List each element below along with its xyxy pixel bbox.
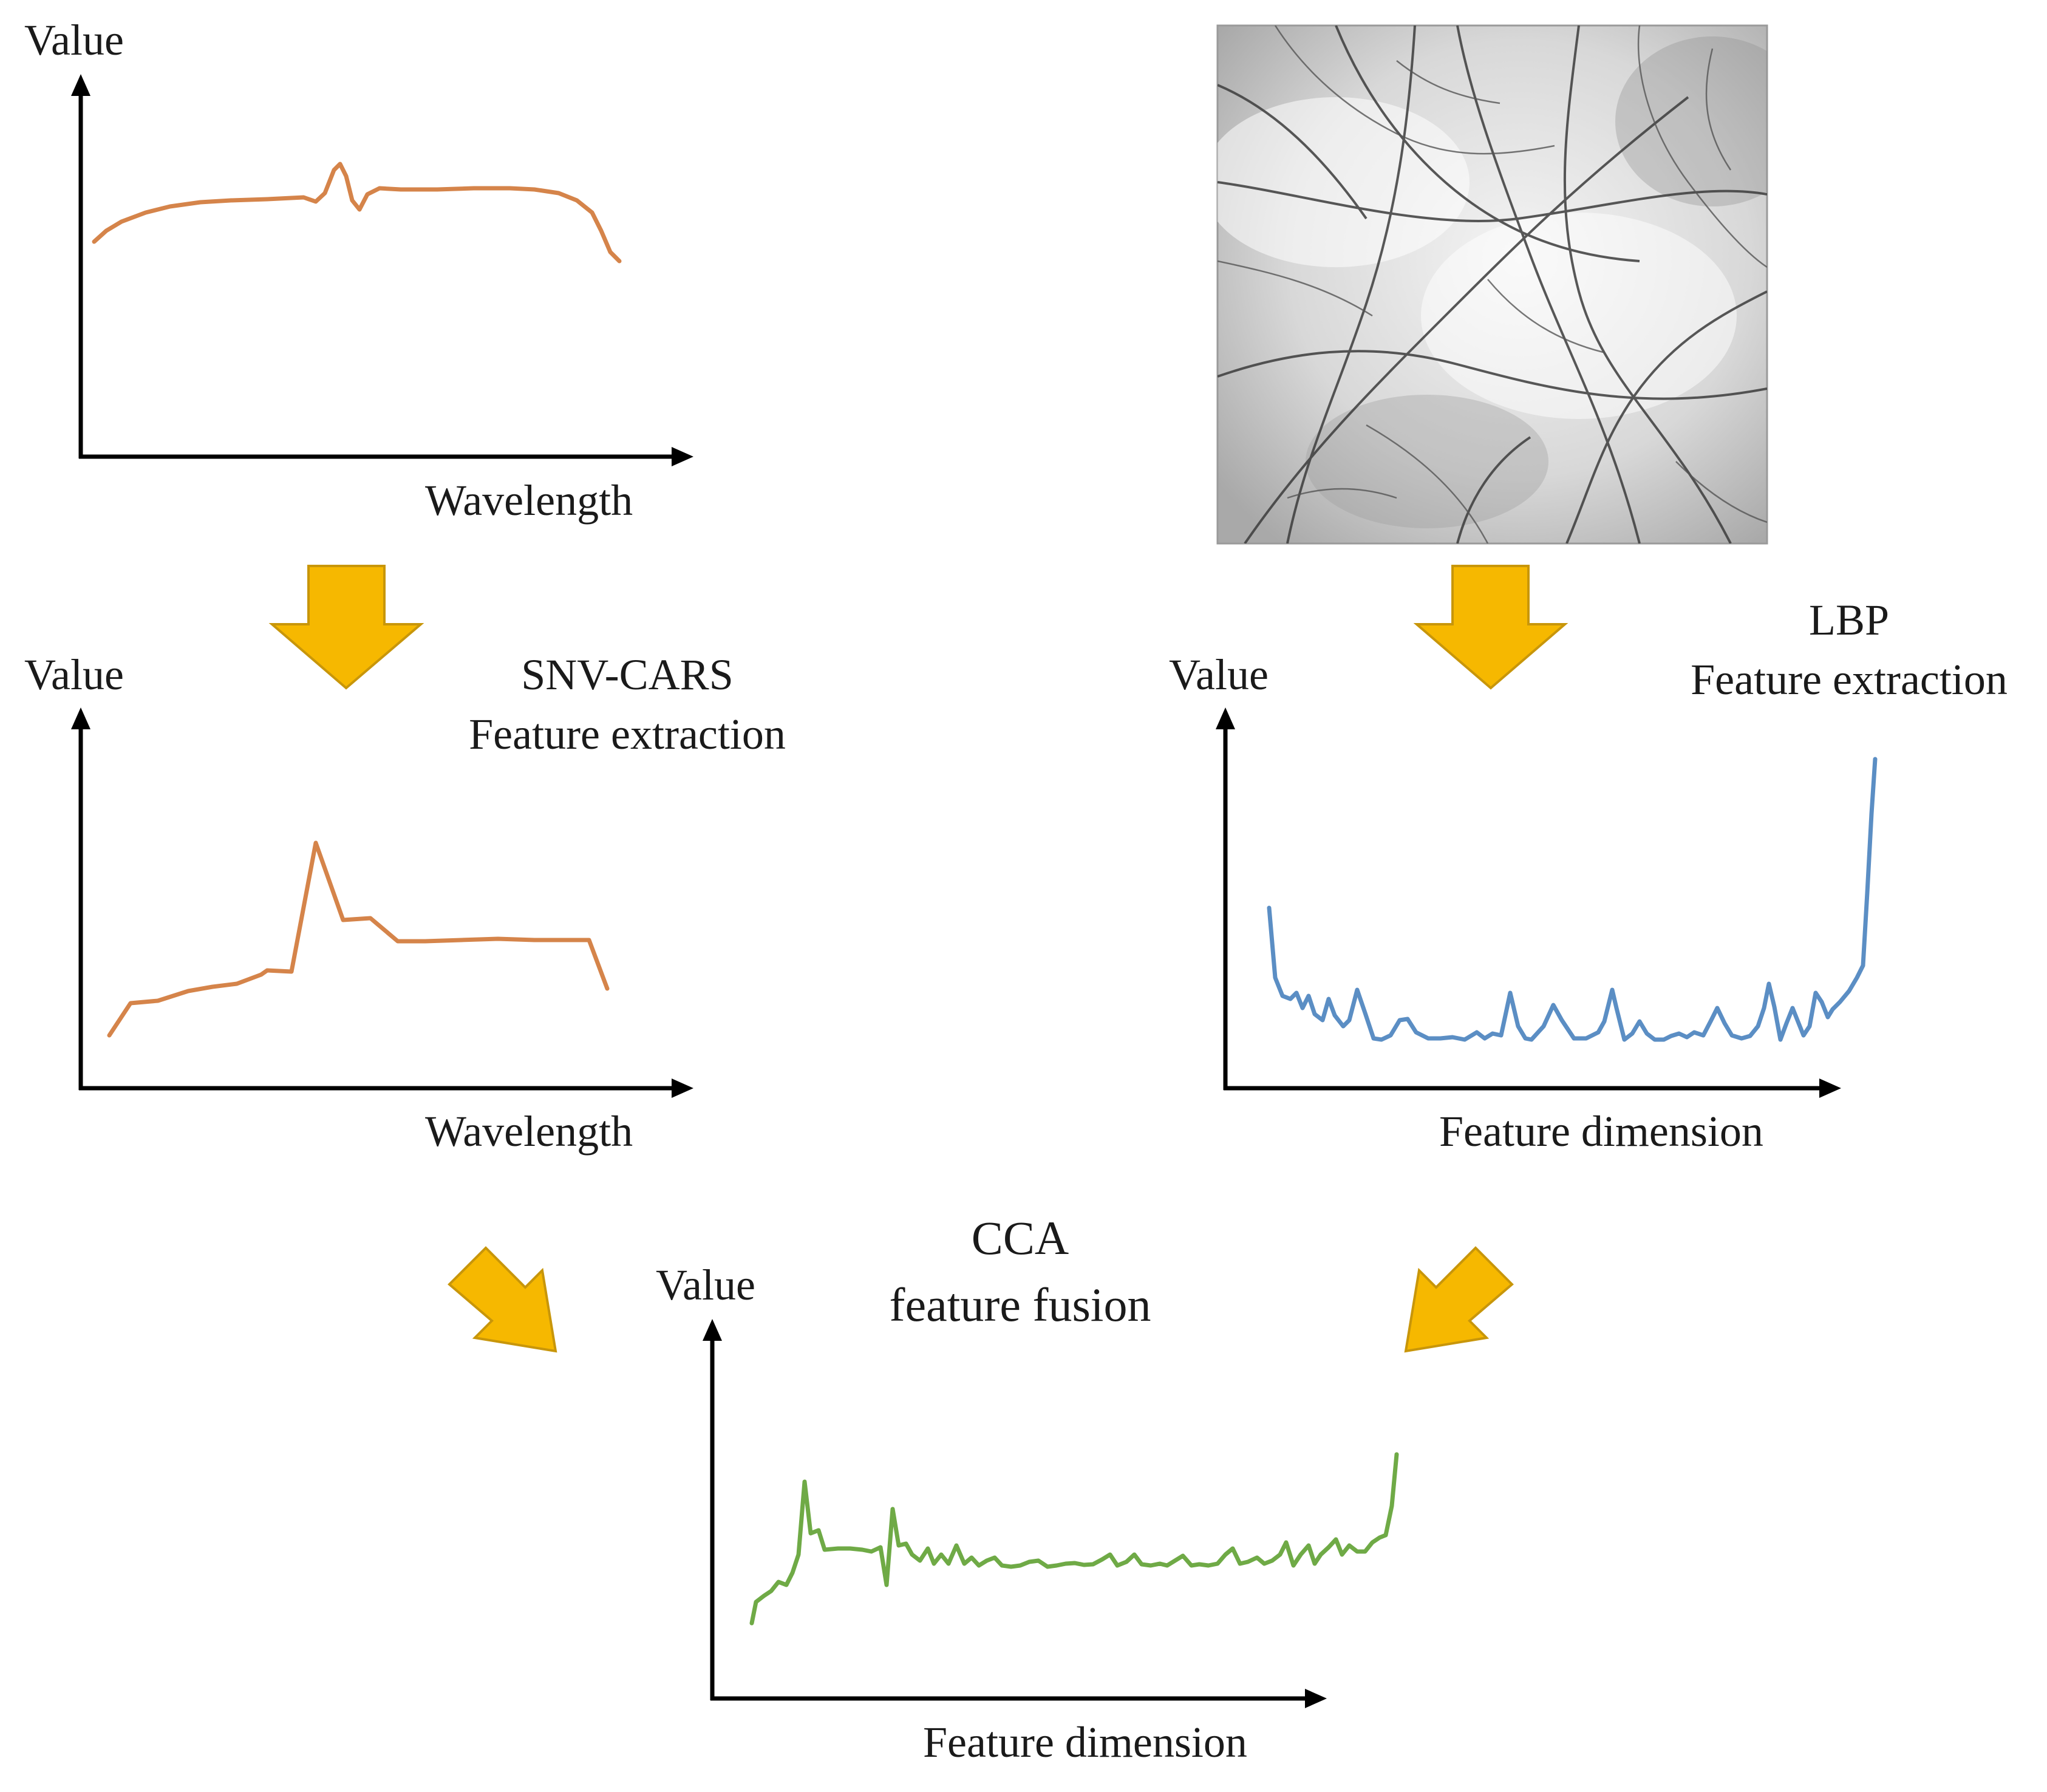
snv-cars-panel: Value SNV-CARS Feature extraction Wavele… <box>24 650 786 1156</box>
axis-arrow-icon <box>1305 1689 1327 1708</box>
snv-cars-ylabel: Value <box>24 650 124 699</box>
lbp-histogram-curve <box>1267 757 1878 1042</box>
lbp-caption-step: Feature extraction <box>1691 655 2008 704</box>
axis-arrow-icon <box>1819 1078 1841 1098</box>
cca-panel: Value CCA feature fusion Feature dimensi… <box>656 1211 1399 1766</box>
lbp-ylabel: Value <box>1169 650 1269 699</box>
diagonal-arrow-icon <box>1404 1246 1514 1353</box>
raw-spectrum-curve <box>92 162 622 264</box>
cca-caption-step: feature fusion <box>890 1278 1151 1331</box>
axis-arrow-icon <box>703 1319 722 1341</box>
down-arrow-icon <box>1413 565 1568 690</box>
raw-spectrum-ylabel: Value <box>24 16 124 64</box>
down-arrow-icon <box>268 565 424 690</box>
snv-cars-caption-method: SNV-CARS <box>521 650 734 699</box>
cca-xlabel: Feature dimension <box>923 1718 1247 1766</box>
diagonal-arrow-icon <box>448 1246 557 1353</box>
snv-cars-curve <box>107 840 610 1038</box>
axis-arrow-icon <box>672 447 693 466</box>
fiber-image <box>1216 24 1768 545</box>
snv-cars-xlabel: Wavelength <box>425 1107 633 1156</box>
raw-spectrum-xlabel: Wavelength <box>425 476 633 525</box>
axis-arrow-icon <box>672 1078 693 1098</box>
axis-arrow-icon <box>71 707 90 729</box>
axis-arrow-icon <box>1216 707 1235 729</box>
axis-arrow-icon <box>71 74 90 96</box>
lbp-caption-method: LBP <box>1809 596 1889 644</box>
cca-caption-method: CCA <box>972 1211 1069 1264</box>
lbp-xlabel: Feature dimension <box>1439 1107 1763 1156</box>
raw-spectrum-panel: Value Wavelength <box>24 16 693 525</box>
fiber-network-photo <box>1218 26 1767 543</box>
snv-cars-caption-step: Feature extraction <box>469 710 786 758</box>
cca-fused-feature-curve <box>749 1452 1399 1626</box>
lbp-panel: Value LBP Feature extraction Feature dim… <box>1169 596 2008 1156</box>
cca-ylabel: Value <box>656 1261 755 1309</box>
